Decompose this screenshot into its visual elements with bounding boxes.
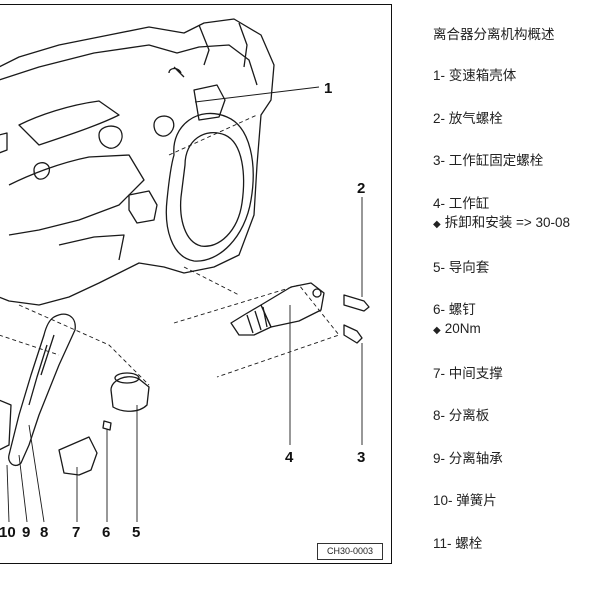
- housing-boss-1: [98, 125, 123, 149]
- housing-tab-2: [193, 84, 226, 121]
- legend-item-label: 4- 工作缸: [433, 196, 490, 211]
- housing-inner-edge: [0, 44, 258, 86]
- legend-item-1: 1- 变速箱壳体: [433, 66, 516, 85]
- callout-2: 2: [357, 180, 365, 197]
- release-lever: [8, 313, 76, 467]
- legend-item-11: 11- 螺栓: [433, 534, 482, 553]
- legend-item-5: 5- 导向套: [433, 258, 489, 277]
- legend-item-label: 5- 导向套: [433, 260, 490, 275]
- callout-8: 8: [40, 524, 48, 541]
- leader-8: [28, 424, 45, 523]
- callout-5: 5: [132, 524, 140, 541]
- housing-rib-2: [8, 154, 145, 236]
- exploded-diagram: 1 2 3 4 10 9 8 7 6 5: [0, 18, 370, 541]
- housing-rib-4: [58, 234, 125, 261]
- release-lever-inner: [28, 334, 55, 406]
- housing-edge-left: [0, 132, 8, 154]
- legend-item-10: 10- 弹簧片: [433, 491, 497, 510]
- assembly-line-a: [173, 284, 340, 378]
- bleed-screw: [343, 294, 370, 312]
- slave-cylinder-boot: [230, 304, 272, 336]
- legend-item-label: 8- 分离板: [433, 408, 490, 423]
- assembly-line-e: [183, 266, 240, 296]
- parts-legend: 离合器分离机构概述 1- 变速箱壳体 2- 放气螺栓 3- 工作缸固定螺栓 4-…: [433, 0, 601, 604]
- housing-flange-ring: [165, 112, 254, 262]
- legend-item-7: 7- 中间支撑: [433, 364, 503, 383]
- leader-10: [6, 464, 10, 523]
- legend-item-label: 3- 工作缸固定螺栓: [433, 153, 544, 168]
- guide-sleeve: [110, 376, 150, 412]
- callout-4: 4: [285, 449, 294, 466]
- legend-title: 离合器分离机构概述: [433, 27, 555, 42]
- legend-item-note: ◆20Nm: [433, 321, 481, 336]
- legend-item-9: 9- 分离轴承: [433, 449, 503, 468]
- legend-item-3: 3- 工作缸固定螺栓: [433, 151, 543, 170]
- drawing-code-label: CH30-0003: [317, 543, 383, 560]
- housing-rib-3: [198, 22, 248, 68]
- gearbox-housing-outline: [0, 18, 275, 306]
- housing-stud: [168, 66, 185, 78]
- leader-9: [18, 454, 28, 523]
- diamond-bullet-icon: ◆: [433, 325, 441, 336]
- callout-9: 9: [22, 524, 30, 541]
- legend-item-label: 7- 中间支撑: [433, 366, 503, 381]
- slave-cylinder: [260, 282, 325, 328]
- legend-item-label: 1- 变速箱壳体: [433, 68, 517, 83]
- legend-item-4: 4- 工作缸 ◆拆卸和安装 => 30-08: [433, 194, 570, 234]
- diamond-bullet-icon: ◆: [433, 219, 441, 230]
- housing-boss-3: [33, 162, 51, 180]
- legend-item-label: 2- 放气螺栓: [433, 111, 503, 126]
- legend-item-8: 8- 分离板: [433, 406, 489, 425]
- small-screw: [102, 420, 112, 431]
- leader-1: [194, 86, 320, 103]
- legend-item-label: 6- 螺钉: [433, 302, 476, 317]
- assembly-line-b: [18, 304, 150, 386]
- housing-flange-inner: [179, 132, 245, 247]
- callout-3: 3: [357, 449, 365, 466]
- intermediate-support: [58, 436, 98, 476]
- legend-item-note: ◆拆卸和安装 => 30-08: [433, 215, 570, 230]
- housing-boss-2: [153, 115, 175, 137]
- slave-cylinder-port: [312, 288, 322, 298]
- legend-item-label: 10- 弹簧片: [433, 493, 497, 508]
- legend-item-label: 11- 螺栓: [433, 536, 483, 551]
- exploded-diagram-frame: 1 2 3 4 10 9 8 7 6 5 CH30-0003: [0, 4, 392, 564]
- callout-6: 6: [102, 524, 110, 541]
- release-lever-lower: [0, 399, 12, 451]
- slave-cylinder-boot-ribs: [246, 306, 268, 334]
- legend-item-2: 2- 放气螺栓: [433, 109, 503, 128]
- mounting-bolt: [343, 324, 363, 344]
- callout-7: 7: [72, 524, 80, 541]
- callout-10: 10: [0, 524, 16, 541]
- legend-item-label: 9- 分离轴承: [433, 451, 503, 466]
- housing-tab: [128, 190, 158, 224]
- legend-item-6: 6- 螺钉 ◆20Nm: [433, 300, 481, 340]
- guide-sleeve-end: [114, 372, 140, 384]
- housing-rib-1: [18, 100, 120, 146]
- callout-1: 1: [324, 80, 332, 97]
- assembly-line-d: [168, 114, 258, 156]
